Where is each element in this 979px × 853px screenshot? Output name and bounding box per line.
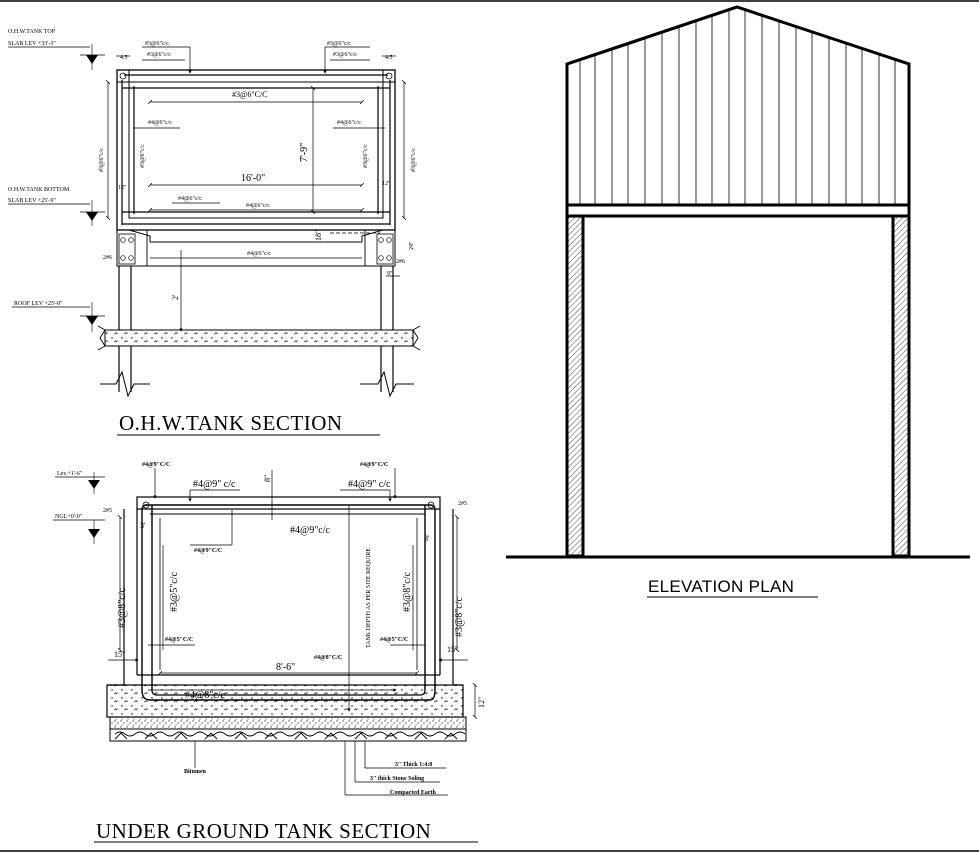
ug-right-corner: 2#5 <box>458 501 467 507</box>
rebar-top-right: #3@6"c/c <box>327 41 351 47</box>
cover-left: 4.5 <box>120 55 128 61</box>
ug-earth: Compacted Earth <box>390 790 436 796</box>
bottom-bar-3: #4@6"c/c <box>247 251 271 257</box>
ug-pcc: 3" Thick 1:4:8 <box>395 762 432 768</box>
level-bottom-label-1: O.H.W.TANK BOTTOM <box>8 187 70 193</box>
ug-dimensions <box>108 468 475 796</box>
level-bottom-marker: O.H.W.TANK BOTTOM SLAB LEV +25'-9" <box>8 187 105 226</box>
level-roof-marker: ROOF LEV +25'-0" <box>12 301 105 332</box>
ug-base-bar: #4@8"c/c <box>185 690 226 701</box>
ohw-tank-section: O.H.W.TANK TOP SLAB LEV +33'-3" O.H.W.TA… <box>8 29 421 436</box>
rebar-top-right-2: #3@6"c/c <box>333 52 357 58</box>
top-slab-bar: #3@6"C/C <box>232 90 268 99</box>
cover-right: 4.5 <box>385 55 393 61</box>
ug-bar-left-mid: #4@5"C/C <box>165 637 193 643</box>
ug-wall-left-inner: #3@5"c/c <box>169 571 180 612</box>
ug-wall-left-outer: #3@8"c/c <box>117 587 128 628</box>
mid-right-bar: #4@6"c/c <box>337 120 361 126</box>
ug-top-right-bar: #4@9"C/C <box>360 462 388 468</box>
beam-dim: 18" <box>314 230 323 241</box>
small-left: 2#6 <box>103 255 112 261</box>
rebar-top-left: #3@6"c/c <box>145 41 169 47</box>
roof-slab <box>97 325 421 351</box>
stone-soling <box>114 731 466 740</box>
wall-left-outer: #3@6"c/c <box>99 148 105 172</box>
ug-level-top: Lev.+1'-6" <box>55 471 105 494</box>
ohw-section-title: O.H.W.TANK SECTION <box>119 411 343 435</box>
elevation-roof <box>565 5 911 207</box>
bottom-bar-2: #4@6"c/c <box>246 203 270 209</box>
ug-wall-right-inner: #3@8"c/c <box>402 571 413 612</box>
ug-right-15: 15" <box>447 645 458 654</box>
ug-left-15: 15" <box>114 650 125 659</box>
ug-top-left-bar: #4@9"C/C <box>142 462 170 468</box>
column-dim: 9" <box>387 271 393 277</box>
ug-slab-sub: #4@9"C/C <box>194 548 222 554</box>
ug-level-top-label: Lev.+1'-6" <box>57 471 83 477</box>
ohw-labels: #3@6"c/c #3@6"c/c #3@6"c/c #3@6"c/c #3@6… <box>99 41 417 300</box>
ug-bar-center: #4@8"C/C <box>314 655 342 661</box>
ug-top-right-main: #4@9" c/c <box>348 479 391 490</box>
ug-section-title: UNDER GROUND TANK SECTION <box>96 819 431 843</box>
elevation-wall-left <box>565 214 585 558</box>
wall-right-outer: #3@6"c/c <box>411 148 417 172</box>
ug-left-cover: 3' <box>140 521 146 530</box>
clear-dim: 2' <box>171 294 180 300</box>
ug-left-corner: 2#5 <box>103 508 112 514</box>
level-top-marker: O.H.W.TANK TOP SLAB LEV +33'-3" <box>8 29 105 70</box>
ug-bitumen: Bitumen <box>184 769 207 775</box>
level-top-label-1: O.H.W.TANK TOP <box>8 29 56 35</box>
ohw-dimensions <box>108 46 404 332</box>
mid-left-bar: #4@6"c/c <box>148 120 172 126</box>
ug-right-cover: 3' <box>424 534 430 543</box>
wall-right-inner: #3@6"c/c <box>363 144 369 168</box>
ug-level-ngl-label: NGL+0'-0" <box>55 514 83 520</box>
ug-slab-main: #4@9"c/c <box>290 525 331 536</box>
ug-top-thk: 8" <box>263 475 272 482</box>
ug-level-ngl: NGL+0'-0" <box>53 514 105 544</box>
haunch-left: 12" <box>118 185 127 191</box>
elevation-wall-right <box>891 214 911 558</box>
rebar-top-left-2: #3@6"c/c <box>147 52 171 58</box>
ug-top-left-main: #4@9" c/c <box>193 479 236 490</box>
ug-tank-structure <box>106 496 467 742</box>
ug-bar-right-mid: #4@5"C/C <box>380 637 408 643</box>
span-dim: 16'-0" <box>241 173 265 184</box>
ug-tank-section: Lev.+1'-6" NGL+0'-0" <box>53 462 486 843</box>
elevation-title: ELEVATION PLAN <box>648 577 794 596</box>
level-bottom-label-2: SLAB LEV +25'-9" <box>8 198 56 204</box>
elevation-beam <box>565 203 911 218</box>
elevation-plan: ELEVATION PLAN <box>506 5 970 598</box>
ug-span: 8'-6" <box>276 662 295 673</box>
level-top-label-2: SLAB LEV +33'-3" <box>8 41 56 47</box>
ug-wall-right-outer: #3@8"c/c <box>454 596 465 637</box>
ug-labels: #4@9"C/C #4@9" c/c #4@9"C/C #4@9" c/c 8"… <box>103 462 486 796</box>
level-roof-label: ROOF LEV +25'-0" <box>14 301 63 307</box>
wall-left-inner: #3@6"c/c <box>140 144 146 168</box>
height-dim: 7'-9" <box>299 143 310 162</box>
ug-base-thk: 12" <box>477 697 486 708</box>
ohw-tank-structure <box>100 69 414 398</box>
small-right: 2#6 <box>396 259 405 265</box>
ug-soling: 3" thick Stone Soling <box>370 776 424 782</box>
beam-right-dim: 24" <box>409 241 415 250</box>
haunch-right: 12" <box>382 181 391 187</box>
ug-depth-note: TANK DEPTH AS PER SITE REQUIRE <box>366 548 372 648</box>
bottom-bar-1: #4@6"c/c <box>178 196 202 202</box>
